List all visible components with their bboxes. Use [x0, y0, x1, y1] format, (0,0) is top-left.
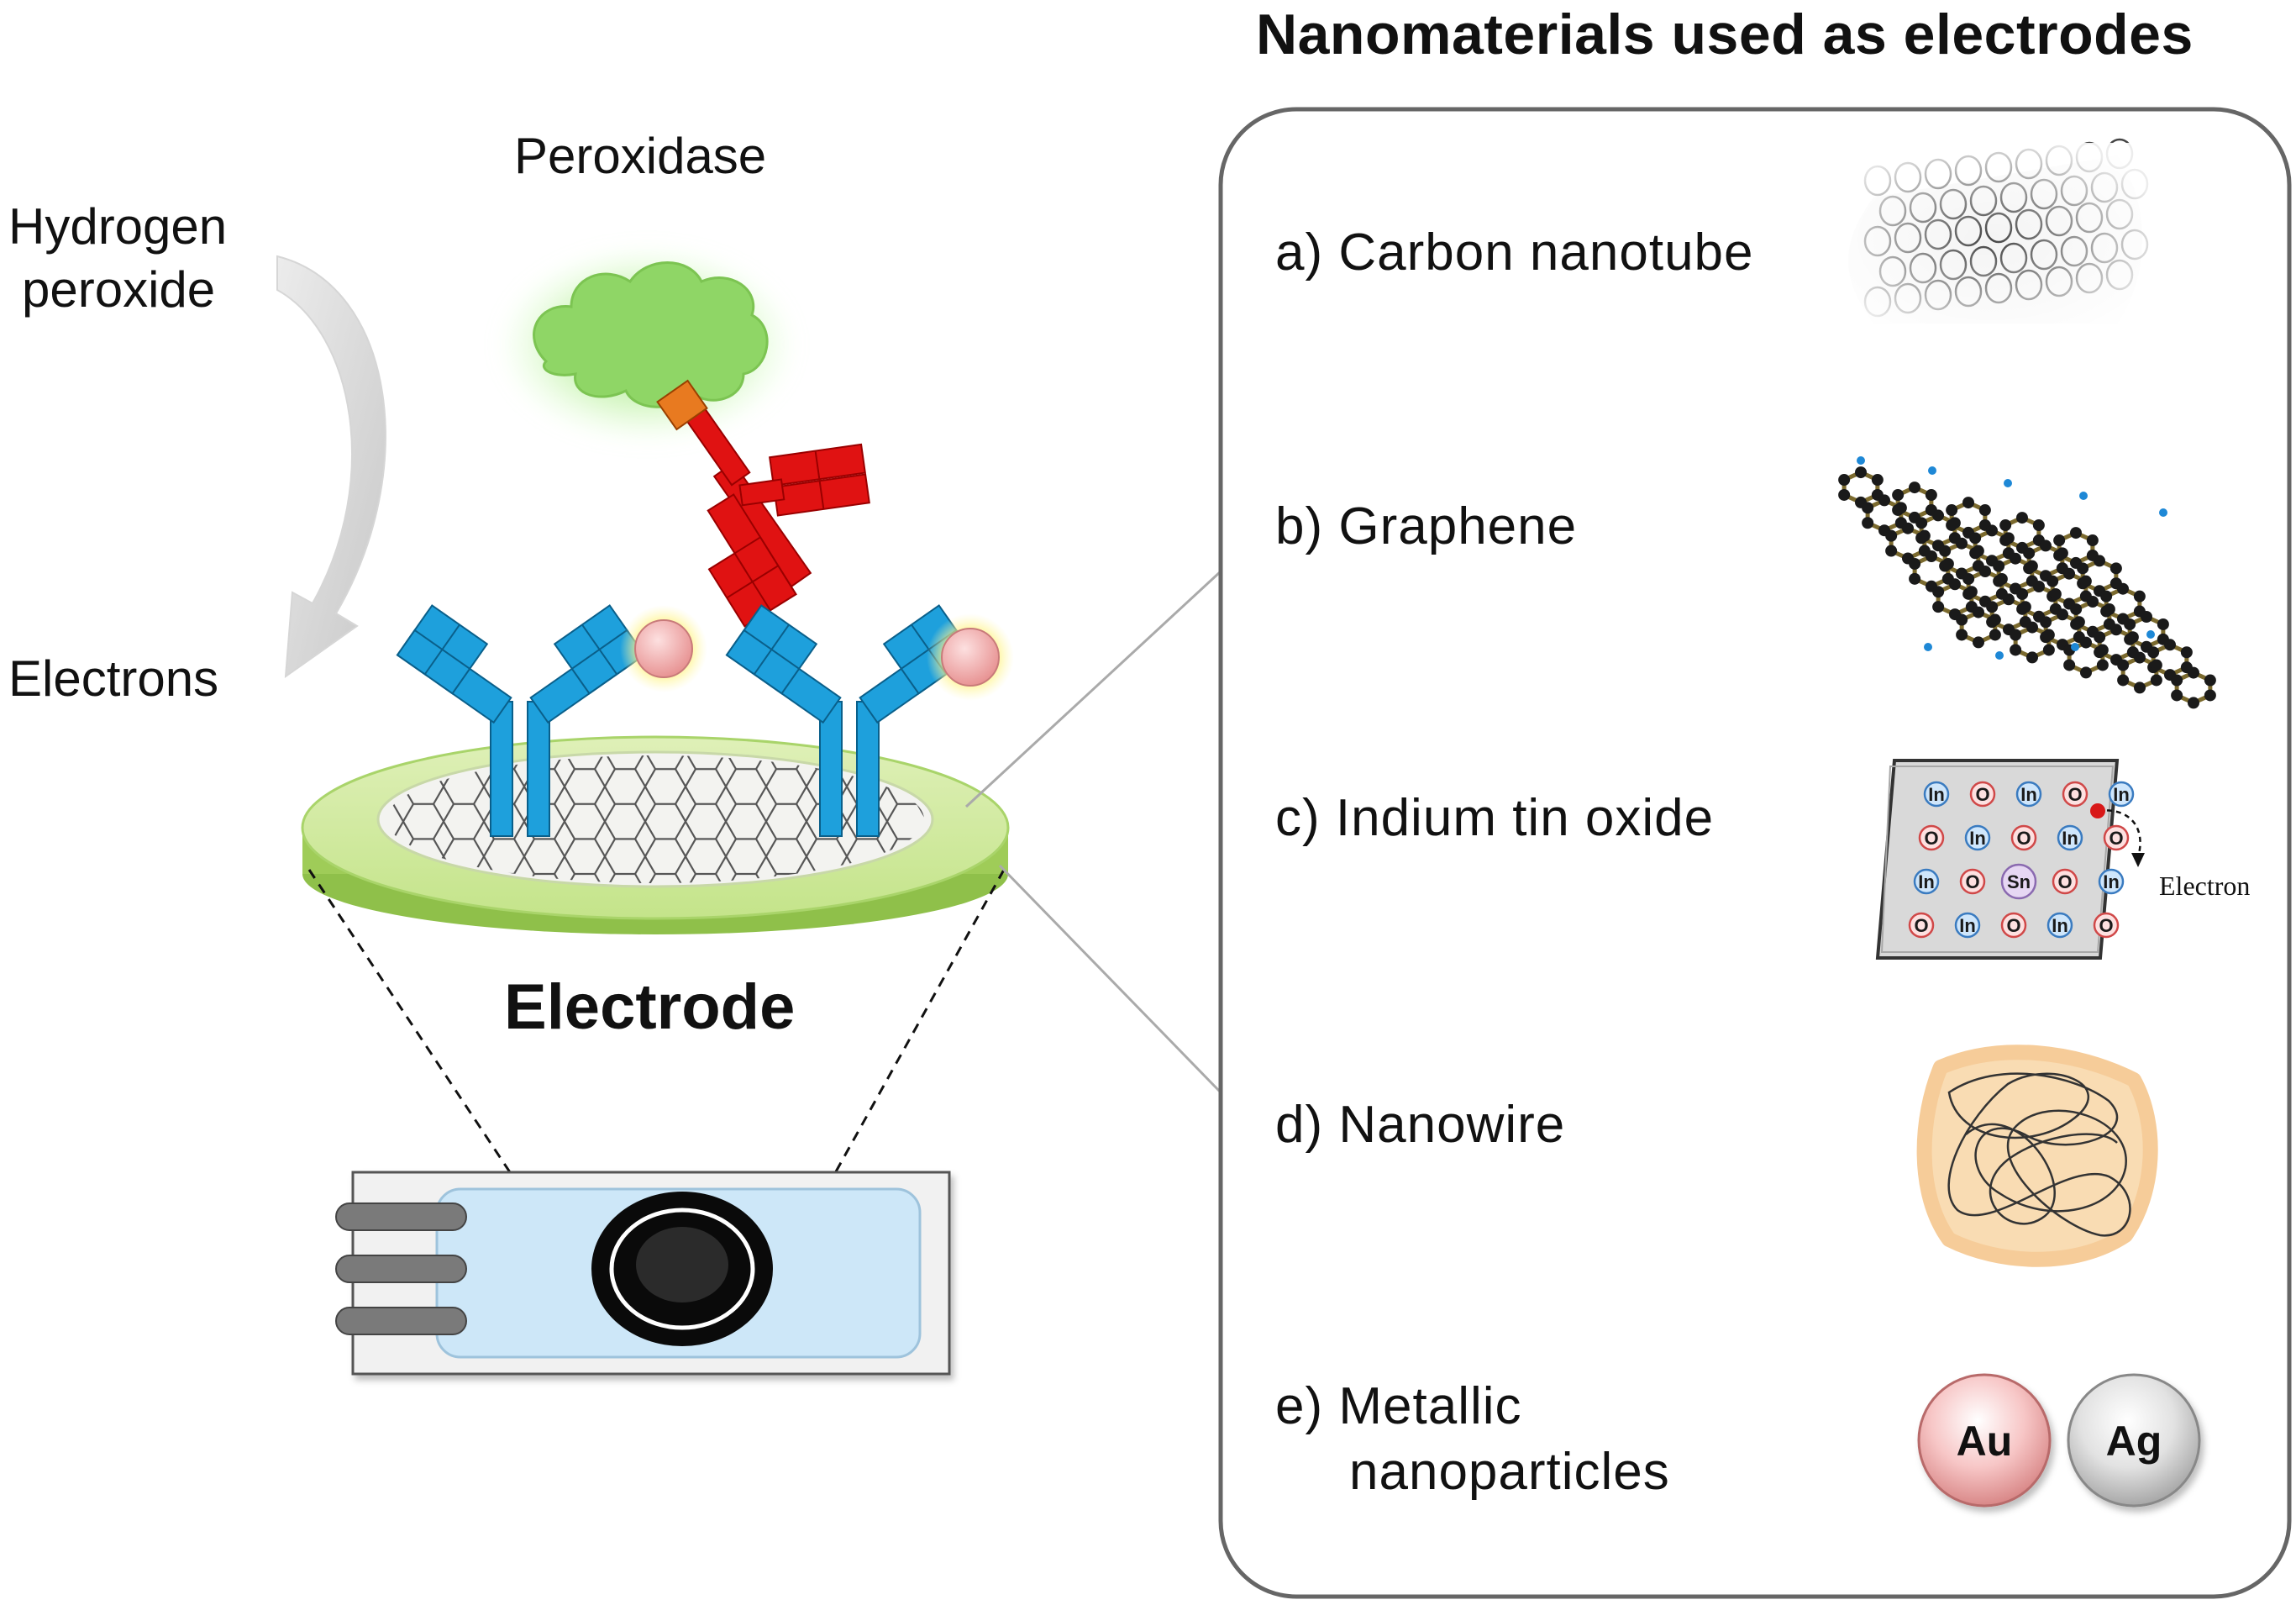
graphene-surface [386, 755, 924, 883]
ito-oxygen-atom-label: O [2016, 828, 2031, 849]
ito-indium-atom-label: In [2062, 828, 2078, 849]
electrode-disc [301, 735, 1010, 934]
ito-oxygen-atom-label: O [2057, 871, 2072, 892]
ito-indium-atom-label: In [2103, 871, 2120, 892]
ito-indium-atom [1913, 868, 1940, 895]
ito-oxygen-atom-label: O [2006, 915, 2020, 936]
zoom-lines [964, 570, 1222, 1094]
gold-nanoparticle [1917, 1373, 2052, 1508]
hydrogen-peroxide-label: Hydrogen peroxide [8, 195, 227, 321]
graphene-lattice-image [1838, 456, 2216, 709]
hydrogen-peroxide-line2: peroxide [22, 261, 216, 318]
electron-path-arrow [2097, 809, 2141, 858]
ito-oxygen-atom [1908, 912, 1935, 939]
ito-indium-atom [2015, 781, 2042, 808]
electron-dot [2090, 803, 2105, 818]
ito-tin-atom [2000, 863, 2037, 900]
ito-oxygen-atom [1969, 781, 1996, 808]
electrode-label: Electrode [504, 971, 796, 1043]
ito-oxygen-atom-label: O [1914, 915, 1928, 936]
ito-oxygen-atom [1959, 868, 1986, 895]
ito-oxygen-atom [1918, 824, 1945, 851]
ito-indium-atom-label: In [2020, 784, 2037, 805]
material-carbon-nanotube: a) Carbon nanotube [1275, 224, 1754, 282]
material-metallic-line2: nanoparticles [1349, 1442, 1670, 1501]
ito-oxygen-atom-label: O [1965, 871, 1979, 892]
ito-oxygen-atom-label: O [2099, 915, 2113, 936]
gold-nanoparticle-label: Au [1957, 1418, 2013, 1465]
ito-oxygen-atom [2103, 824, 2130, 851]
ito-indium-atom [2108, 781, 2135, 808]
ito-indium-atom [1923, 781, 1950, 808]
ito-electron-label: Electron [2159, 871, 2251, 901]
ito-indium-atom-label: In [1959, 915, 1976, 936]
ito-oxygen-atom-label: O [2109, 828, 2123, 849]
electron-path-arrowhead [2131, 853, 2145, 867]
ito-oxygen-atom [2000, 912, 2027, 939]
ito-indium-atom-label: In [1918, 871, 1935, 892]
secondary-antibody-red [656, 379, 870, 628]
material-metallic-nanoparticles: e) Metallic nanoparticles [1275, 1374, 1670, 1504]
ito-indium-atom-label: In [2113, 784, 2130, 805]
hydrogen-peroxide-line1: Hydrogen [8, 198, 228, 255]
ito-indium-atom [1964, 824, 1991, 851]
ito-indium-atom [2046, 912, 2073, 939]
ito-indium-atom [1954, 912, 1981, 939]
silver-nanoparticle [2067, 1373, 2201, 1508]
nanowire-image [1916, 1045, 2158, 1267]
screen-printed-electrode [335, 1171, 951, 1376]
ito-indium-atom-label: In [1928, 784, 1945, 805]
ito-tin-atom-label: Sn [2007, 871, 2031, 892]
ito-indium-atom-label: In [2052, 915, 2068, 936]
antigen-left [620, 605, 707, 692]
material-metallic-line1: e) Metallic [1275, 1377, 1522, 1435]
capture-antibody-left [396, 604, 646, 837]
material-graphene: b) Graphene [1275, 497, 1578, 555]
carbon-nanotube-image [1831, 138, 2151, 336]
electrons-label: Electrons [8, 650, 219, 707]
material-indium-tin-oxide: c) Indium tin oxide [1275, 789, 1715, 847]
antigen-right [927, 613, 1014, 701]
ito-oxygen-atom [2062, 781, 2088, 808]
peroxidase-label: Peroxidase [514, 128, 767, 184]
sensor-contact-pins [335, 1202, 467, 1335]
working-electrode [591, 1192, 773, 1346]
ito-indium-atom [2098, 868, 2125, 895]
electron-transfer-arrow [276, 255, 386, 679]
silver-nanoparticle-label: Ag [2106, 1418, 2162, 1465]
ito-indium-atom-label: In [1969, 828, 1986, 849]
ito-oxygen-atom-label: O [1975, 784, 1989, 805]
peroxidase-enzyme [496, 244, 798, 445]
material-nanowire: d) Nanowire [1275, 1096, 1566, 1154]
ito-oxygen-atom-label: O [2067, 784, 2082, 805]
ito-oxygen-atom [2052, 868, 2078, 895]
panel-title: Nanomaterials used as electrodes [1256, 3, 2194, 66]
ito-indium-atom [2057, 824, 2083, 851]
ito-oxygen-atom [2010, 824, 2037, 851]
ito-oxygen-atom [2093, 912, 2120, 939]
ito-oxygen-atom-label: O [1924, 828, 1938, 849]
